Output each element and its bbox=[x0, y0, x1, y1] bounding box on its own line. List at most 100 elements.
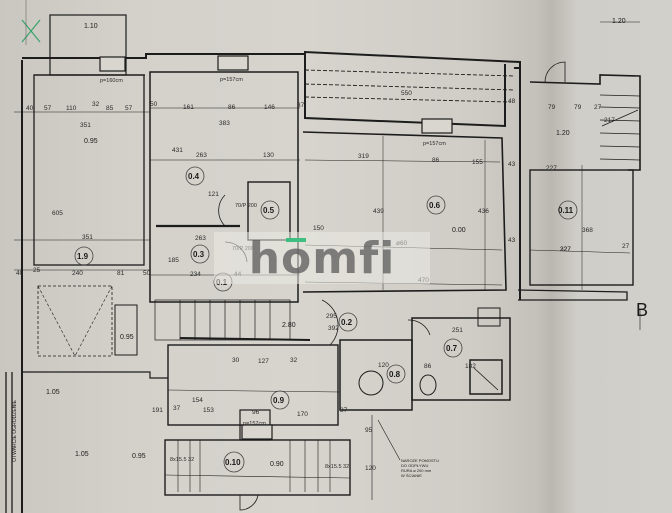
level-mark: 1.05 bbox=[75, 451, 89, 458]
dimension: 37 bbox=[297, 102, 305, 109]
note-line: DO ODPŁYWU bbox=[401, 463, 429, 468]
room-label-0-3: 0.3 bbox=[193, 250, 205, 259]
dimension: 79 bbox=[548, 104, 556, 111]
watermark: homfi bbox=[214, 232, 430, 284]
room-label-0-5: 0.5 bbox=[263, 206, 275, 215]
dimension: 25 bbox=[33, 267, 41, 274]
dimension: 37 bbox=[173, 405, 181, 412]
dimension: 383 bbox=[219, 120, 230, 127]
level-mark: 2.80 bbox=[282, 322, 296, 329]
level-mark: 0.00 bbox=[452, 227, 466, 234]
dimension: 439 bbox=[373, 208, 384, 215]
dimension: 295 bbox=[326, 313, 337, 320]
room-label-0-11: 0.11 bbox=[558, 206, 574, 215]
level-mark: 0.95 bbox=[132, 453, 146, 460]
dimension: 351 bbox=[80, 122, 91, 129]
dimension: 431 bbox=[172, 147, 183, 154]
dimension: 86 bbox=[228, 104, 236, 111]
note-line: RURA ø 200 mm bbox=[401, 468, 432, 473]
dimension: 263 bbox=[196, 152, 207, 159]
dimension: 217 bbox=[604, 117, 615, 124]
dimension: 57 bbox=[44, 105, 52, 112]
door-label: 70/P 200 bbox=[235, 203, 257, 209]
dimension: 153 bbox=[203, 407, 214, 414]
dimension: 50 bbox=[143, 270, 151, 277]
window-p157-mid bbox=[421, 118, 453, 134]
dimension: 155 bbox=[472, 159, 483, 166]
dimension: 43 bbox=[508, 237, 516, 244]
dimension: 85 bbox=[106, 105, 114, 112]
fence-note: OTWARCIE OGRODZENIE bbox=[12, 400, 18, 462]
dimension: 81 bbox=[117, 270, 125, 277]
dimension: 170 bbox=[297, 411, 308, 418]
level-mark: 1.05 bbox=[46, 389, 60, 396]
window-label: p=157cm bbox=[220, 77, 243, 83]
level-mark: 0.95 bbox=[120, 334, 134, 341]
window-label: p=160cm bbox=[100, 78, 123, 84]
dimension: 50 bbox=[150, 101, 158, 108]
dimension: 79 bbox=[574, 104, 582, 111]
level-mark: 0.90 bbox=[270, 461, 284, 468]
dimension: 327 bbox=[560, 246, 571, 253]
dimension: 550 bbox=[401, 90, 412, 97]
dimension: 40 bbox=[26, 105, 34, 112]
window-p157-top bbox=[217, 55, 249, 71]
level-mark: 1.10 bbox=[84, 23, 98, 30]
dimension: 154 bbox=[192, 397, 203, 404]
watermark-accent bbox=[286, 238, 306, 242]
dimension: 110 bbox=[66, 105, 77, 112]
dimension: 32 bbox=[92, 101, 100, 108]
dimension: 127 bbox=[258, 358, 269, 365]
dimension: 27 bbox=[622, 243, 630, 250]
level-mark: 1.20 bbox=[556, 130, 570, 137]
dimension: 120 bbox=[365, 465, 376, 472]
dimension: 368 bbox=[582, 227, 593, 234]
room-label-0-4: 0.4 bbox=[188, 172, 200, 181]
dimension: 86 bbox=[432, 157, 440, 164]
stair-label: 8x15.5 32 bbox=[325, 464, 349, 470]
dimension: 121 bbox=[208, 191, 219, 198]
note-line: W ŚCIANIE bbox=[401, 473, 422, 478]
room-label-0-6: 0.6 bbox=[429, 201, 441, 210]
dimension: 43 bbox=[508, 161, 516, 168]
room-label-0-7: 0.7 bbox=[446, 344, 458, 353]
dimension: 86 bbox=[424, 363, 432, 370]
dimension: 251 bbox=[452, 327, 463, 334]
watermark-text: homfi bbox=[248, 232, 396, 284]
dimension: 191 bbox=[152, 407, 163, 414]
note-line: NAROŻE POMOSTU bbox=[401, 458, 440, 463]
dimension: 234 bbox=[190, 271, 201, 278]
dimension: 37 bbox=[340, 407, 348, 414]
room-label-0-9: 0.9 bbox=[273, 396, 285, 405]
room-label-0-2: 0.2 bbox=[341, 318, 353, 327]
dimension: 263 bbox=[195, 235, 206, 242]
dimension: 227 bbox=[546, 165, 557, 172]
dimension: 227 bbox=[560, 246, 571, 253]
dimension: 130 bbox=[263, 152, 274, 159]
dimension: 185 bbox=[168, 257, 179, 264]
dimension: 32 bbox=[290, 357, 298, 364]
dimension: 182 bbox=[465, 363, 476, 370]
drain-note: NAROŻE POMOSTU DO ODPŁYWU RURA ø 200 mm … bbox=[401, 458, 461, 478]
dimension: 146 bbox=[264, 104, 275, 111]
dimension: 605 bbox=[52, 210, 63, 217]
dimension: 30 bbox=[232, 357, 240, 364]
level-mark: 0.95 bbox=[84, 138, 98, 145]
window-p160 bbox=[99, 56, 126, 72]
dimension: 319 bbox=[358, 153, 369, 160]
dimension: 48 bbox=[508, 98, 516, 105]
dimension: 161 bbox=[183, 104, 194, 111]
window-label: p=157cm bbox=[243, 421, 266, 427]
dimension: 351 bbox=[82, 234, 93, 241]
window-label: p=157cm bbox=[423, 141, 446, 147]
room-label-1-9: 1.9 bbox=[77, 252, 89, 261]
stair-label: 8x15.5 32 bbox=[170, 457, 194, 463]
section-marker: B bbox=[636, 300, 649, 320]
dimension: 27 bbox=[594, 104, 602, 111]
room-label-0-8: 0.8 bbox=[389, 370, 401, 379]
dimension: 40 bbox=[16, 270, 24, 277]
dimension: 120 bbox=[378, 362, 389, 369]
dimension: 96 bbox=[252, 409, 260, 416]
level-mark: 1.20 bbox=[612, 18, 626, 25]
